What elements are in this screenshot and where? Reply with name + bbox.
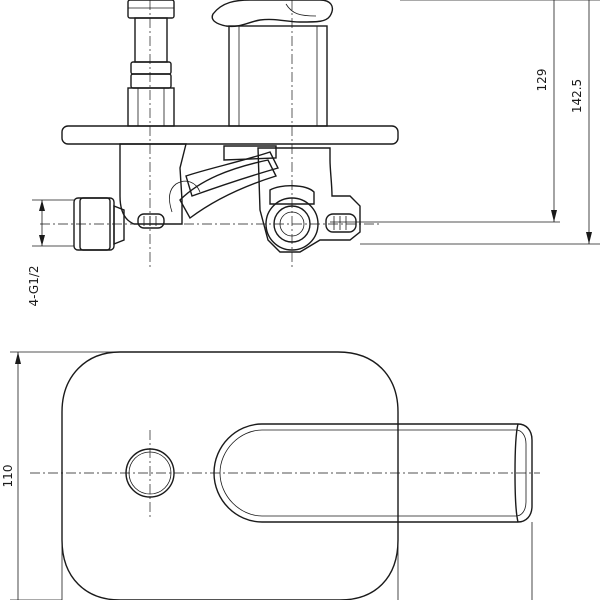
wall-plate-front bbox=[61, 351, 399, 600]
dimension-142-5: 142.5 bbox=[570, 0, 592, 244]
thread-spec-label: 4-G1/2 bbox=[27, 265, 41, 306]
dimension-thread: 4-G1/2 bbox=[27, 200, 45, 307]
dim-label-142-5: 142.5 bbox=[570, 79, 584, 113]
wall-plate-side bbox=[61, 125, 399, 145]
diverter-stem bbox=[127, 0, 175, 127]
front-view: 110 bbox=[1, 351, 540, 600]
dim-label-110: 110 bbox=[1, 465, 15, 488]
dimension-110: 110 bbox=[1, 352, 21, 600]
dimension-129: 129 bbox=[535, 0, 557, 222]
side-view: 129 142.5 4-G1/2 bbox=[27, 0, 600, 307]
valve-body bbox=[119, 143, 361, 253]
lever-handle bbox=[213, 423, 533, 523]
dim-label-129: 129 bbox=[535, 69, 549, 92]
handle-body bbox=[211, 0, 334, 127]
